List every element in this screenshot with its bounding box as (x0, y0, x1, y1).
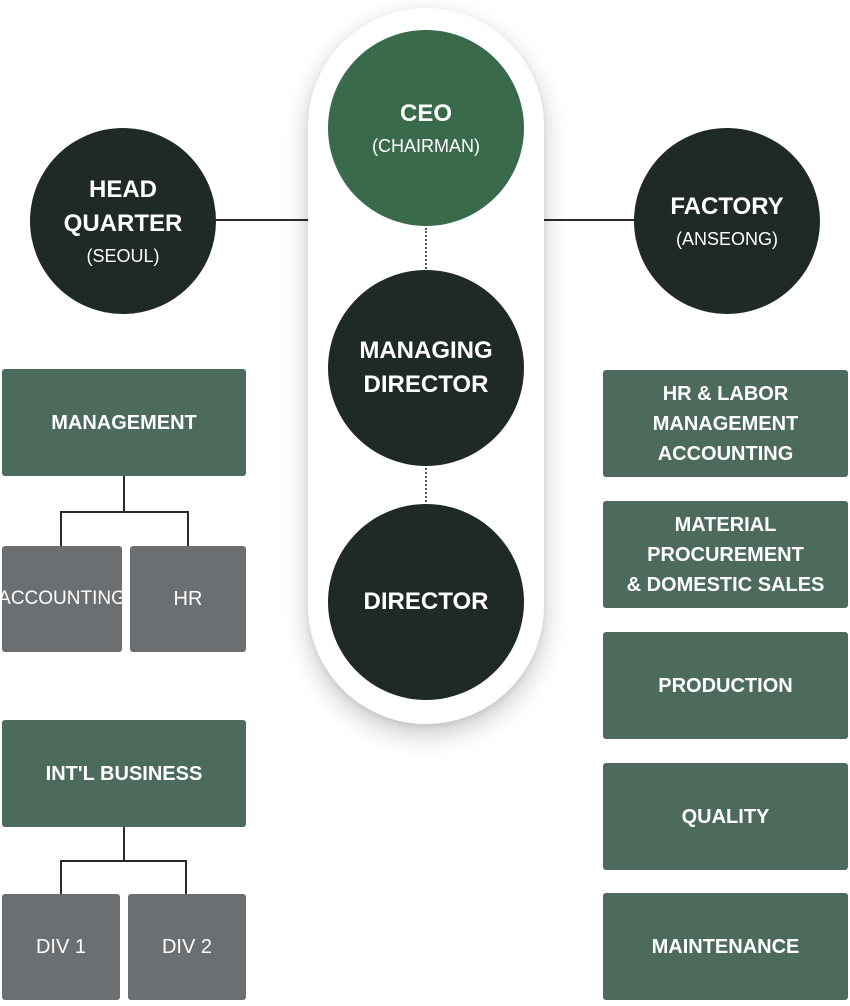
factory-dept-production: PRODUCTION (603, 632, 848, 739)
intl-tree-left (60, 860, 62, 894)
factory-dept-maintenance: MAINTENANCE (603, 893, 848, 1000)
intl-tree-right (185, 860, 187, 894)
management-tree-bar (60, 511, 189, 513)
headquarter-title: HEAD QUARTER (63, 176, 183, 237)
hq-connector-line (216, 219, 310, 221)
ceo-md-dotted-line (425, 228, 427, 272)
management-tree-stem (123, 476, 125, 512)
managing-director-node: MANAGING DIRECTOR (328, 270, 524, 466)
intl-tree-bar (60, 860, 187, 862)
div2-box: DIV 2 (128, 894, 246, 1000)
accounting-box: ACCOUNTING (0, 546, 126, 652)
md-director-dotted-line (425, 464, 427, 506)
factory-title: FACTORY (670, 193, 784, 220)
ceo-title: CEO (399, 100, 452, 127)
factory-dept-hr-labor: HR & LABOR MANAGEMENT ACCOUNTING (603, 370, 848, 477)
factory-node: FACTORY (ANSEONG) (634, 128, 820, 314)
ceo-subtitle: (CHAIRMAN) (372, 136, 480, 156)
director-node: DIRECTOR (328, 504, 524, 700)
management-tree-left (60, 511, 62, 546)
management-tree-right (187, 511, 189, 546)
factory-subtitle: (ANSEONG) (675, 229, 778, 249)
factory-dept-quality: QUALITY (603, 763, 848, 870)
intl-business-box: INT'L BUSINESS (2, 720, 246, 827)
factory-connector-line (542, 219, 636, 221)
hr-box: HR (130, 546, 246, 652)
div1-box: DIV 1 (2, 894, 120, 1000)
ceo-node: CEO (CHAIRMAN) (328, 30, 524, 226)
director-label: DIRECTOR (363, 588, 489, 615)
management-box: MANAGEMENT (2, 369, 246, 476)
headquarter-node: HEAD QUARTER (SEOUL) (30, 128, 216, 314)
factory-dept-material: MATERIAL PROCUREMENT & DOMESTIC SALES (603, 501, 848, 608)
intl-tree-stem (123, 827, 125, 861)
headquarter-subtitle: (SEOUL) (86, 246, 160, 266)
managing-director-label: MANAGING DIRECTOR (359, 337, 493, 398)
